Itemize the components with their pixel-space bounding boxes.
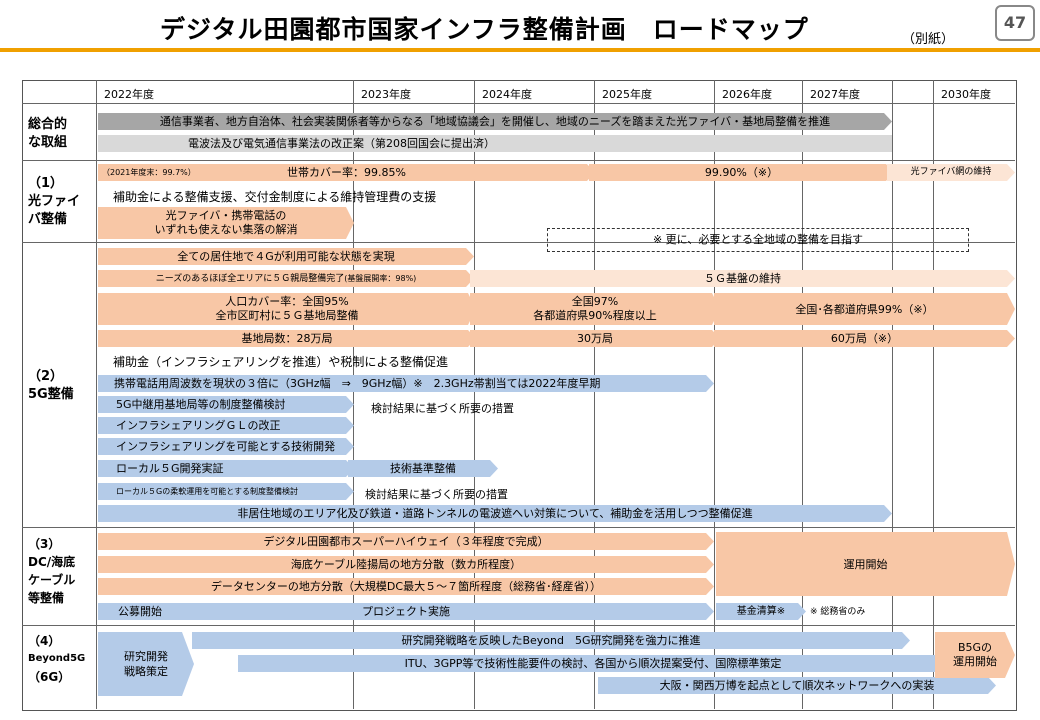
b5g-strategy-box: 研究開発戦略策定 [98,632,194,696]
relay-note-text: 検討結果に基づく所要の措置 [371,402,514,415]
grid-line [22,242,1015,243]
5g-coverage-2023-bar: 人口カバー率：全国95%全市区町村に５Ｇ基地局整備 [98,293,476,325]
5g-maintain-bar: ５Ｇ基盤の維持 [470,270,1015,287]
local5g-flex-note: 検討結果に基づく所要の措置 [365,488,508,501]
grid-line [594,80,595,709]
gap-village-bar: 光ファイバ・携帯電話のいずれも使えない集落の解消 [98,207,354,239]
title-underline [0,48,1040,52]
section-b5g: （4）Beyond5G（6G） [28,634,86,684]
project-bar: 公募開始 プロジェクト実施 [98,603,714,620]
section-dc: （3）DC/海底ケーブル等整備 [28,537,76,605]
year-2022: 2022年度 [104,88,154,101]
expo-bar: 大阪・関西万博を起点として順次ネットワークへの実装 [598,677,996,694]
5g-parent-bar: ニーズのあるほぼ全エリアに５Ｇ親局整備完了(基盤展開率：98%) [98,270,474,287]
relay-station-bar: 5G中継用基地局等の制度整備検討 [98,396,354,413]
year-2023: 2023年度 [361,88,411,101]
grid-line [892,80,893,709]
b5g-operation-box: B5Gの運用開始 [935,632,1015,678]
grid-line [802,80,803,709]
5g-coverage-2030-bar: 全国･各都道府県99%（※） [714,293,1015,325]
super-highway-bar: デジタル田園都市スーパーハイウェイ（３年程度で完成） [98,533,714,550]
fiber-note-box: ※ 更に、必要とする全地域の整備を目指す [547,228,969,252]
page-title: デジタル田園都市国家インフラ整備計画 ロードマップ [160,15,809,44]
5g-subsidy-text: 補助金（インフラシェアリングを推進）や税制による整備促進 [113,355,449,369]
local5g-standard-bar: 技術基準整備 [348,460,498,477]
grid-line [353,80,354,709]
local5g-flex-bar: ローカル５Gの柔軟運用を可能とする制度整備検討 [98,483,354,500]
5g-coverage-2025-bar: 全国97%各都道府県90%程度以上 [470,293,720,325]
year-2025: 2025年度 [602,88,652,101]
basestation-600k-bar: 60万局（※） [714,330,1015,347]
fiber-coverage-2027-bar: 99.90%（※） [589,164,894,181]
itu-standard-bar: ITU、3GPP等で技術性能要件の検討、各国から順次提案受付、国際標準策定 [238,655,948,672]
4g-bar: 全ての居住地で４Gが利用可能な状態を実現 [98,248,474,265]
grid-line [714,80,715,709]
grid-line [933,80,934,709]
grid-line [474,80,475,709]
year-2027: 2027年度 [810,88,860,101]
fund-settlement-bar: 基金清算※ [716,603,806,620]
roadmap-grid [22,80,1017,711]
grid-line [22,103,1015,104]
fiber-coverage-bar: （2021年度末：99.7%） 世帯カバー率：99.85% [98,164,595,181]
fiber-2021-note: （2021年度末：99.7%） [102,168,196,177]
section-5g: （2）5G整備 [28,369,74,402]
grid-line [96,80,97,709]
grid-line [22,160,1015,161]
local5g-demo-bar: ローカル５G開発実証 [98,460,354,477]
datacenter-bar: データセンターの地方分散（大規模DC最大５～７箇所程度（総務省･経産省）） [98,578,714,595]
fiber-maintain-bar: 光ファイバ網の維持 [887,164,1015,181]
b5g-rd-bar: 研究開発戦略を反映したBeyond 5G研究開発を強力に推進 [192,632,910,649]
nonresidential-bar: 非居住地域のエリア化及び鉄道・道路トンネルの電波遮へい対策について、補助金を活用… [98,505,892,522]
page-number: 47 [995,5,1035,41]
frequency-bar: 携帯電話用周波数を現状の３倍に（3GHz幅 ⇒ 9GHz幅）※ 2.3GHz帯割… [98,375,714,392]
section-fiber: （1）光ファイバ整備 [28,176,81,227]
council-bar: 通信事業者、地方自治体、社会実装関係者等からなる「地域協議会」を開催し、地域のニ… [98,113,892,130]
page-subtitle: （別紙） [902,32,955,47]
grid-line [22,625,1015,626]
section-general: 総合的な取組 [28,117,68,150]
sharing-gl-bar: インフラシェアリングＧＬの改正 [98,417,354,434]
grid-line [22,527,1015,528]
public-offer-label: 公募開始 [118,605,162,618]
dc-operation-box: 運用開始 [716,532,1015,596]
basestation-280k-bar: 基地局数：28万局 [98,330,476,347]
cable-station-bar: 海底ケーブル陸揚局の地方分散（数カ所程度） [98,556,714,573]
basestation-300k-bar: 30万局 [470,330,720,347]
sharing-tech-bar: インフラシェアリングを可能とする技術開発 [98,438,354,455]
year-2026: 2026年度 [722,88,772,101]
fund-note: ※ 総務省のみ [810,607,866,617]
fiber-subsidy-text: 補助金による整備支援、交付金制度による維持管理費の支援 [113,190,437,204]
year-2024: 2024年度 [482,88,532,101]
law-revision-bar: 電波法及び電気通信事業法の改正案（第208回国会に提出済） [98,135,892,152]
year-2030: 2030年度 [941,88,991,101]
